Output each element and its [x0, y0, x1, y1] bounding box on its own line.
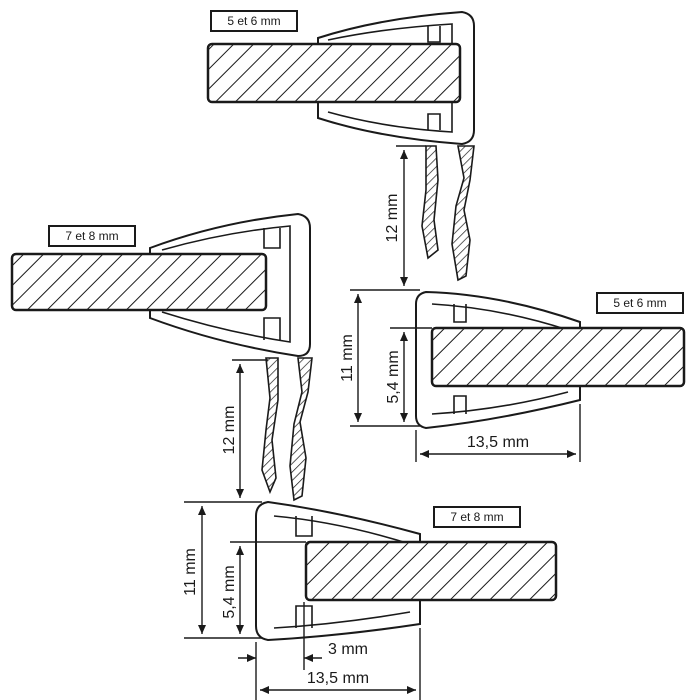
thickness-label-box — [433, 506, 521, 528]
seal-inner-shell — [273, 515, 411, 629]
dimension-label: 13,5 mm — [307, 670, 369, 687]
dimension-label: 5,4 mm — [385, 350, 402, 403]
thickness-label: 7 et 8 mm — [450, 510, 503, 524]
seal-clip — [427, 26, 441, 130]
profile-bottom: 7 et 8 mm — [255, 500, 558, 642]
seal-fin — [451, 145, 475, 282]
thickness-label: 5 et 6 mm — [613, 296, 666, 310]
glass-panel — [304, 540, 558, 602]
dimensions-right — [350, 145, 581, 462]
glass-panel — [10, 252, 268, 312]
thickness-label: 7 et 8 mm — [65, 229, 118, 243]
seal-inner-shell — [161, 225, 291, 343]
dimension-label: 12 mm — [384, 194, 401, 243]
seal-fin — [421, 145, 439, 260]
seal-fin — [289, 357, 313, 502]
profile-mid-right: 5 et 6 mm — [415, 290, 686, 430]
glass-panel — [206, 42, 462, 104]
dimension-label: 5,4 mm — [221, 565, 238, 618]
thickness-label-box — [48, 225, 136, 247]
seal-clip — [263, 228, 281, 340]
seal-clip — [453, 304, 467, 414]
seal-fin — [261, 357, 279, 495]
dimension-label: 12 mm — [221, 406, 238, 455]
dimensions-left — [184, 359, 421, 700]
thickness-label-box — [596, 292, 684, 314]
dimension-label: 11 mm — [339, 334, 356, 382]
dimension-label: 13,5 mm — [467, 434, 529, 451]
thickness-label: 5 et 6 mm — [227, 14, 280, 28]
glass-panel — [430, 326, 686, 388]
dimension-label: 11 mm — [182, 548, 199, 596]
profile-mid-left: 7 et 8 mm — [10, 212, 313, 502]
dimension-label: 3 mm — [328, 641, 368, 658]
seal-inner-shell — [431, 303, 569, 415]
profile-top-right: 5 et 6 mm — [206, 10, 475, 282]
thickness-label-box — [210, 10, 298, 32]
